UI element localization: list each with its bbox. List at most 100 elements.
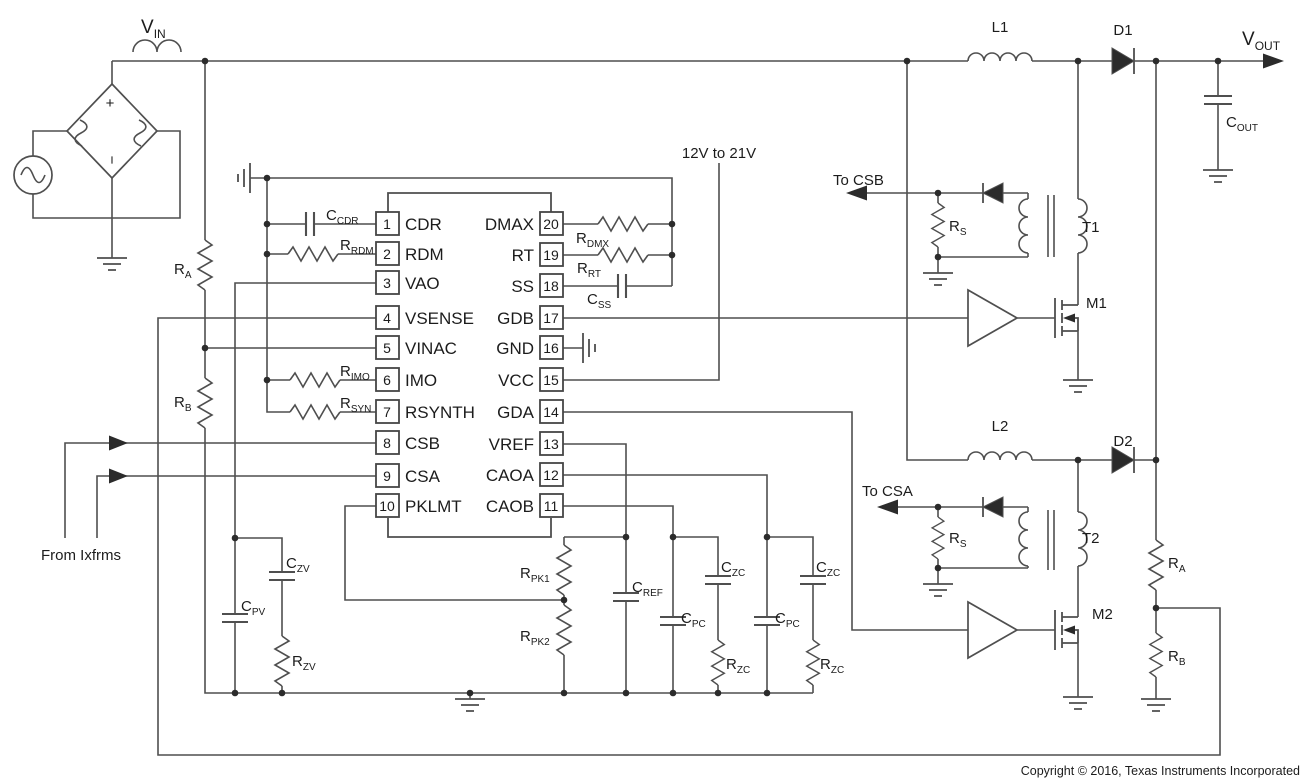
capacitor-cpv (222, 612, 248, 624)
to-csa-arrow-icon (877, 499, 898, 515)
pin-number: 11 (544, 498, 559, 514)
mosfet-arrow-icon (1063, 313, 1075, 323)
copyright-text: Copyright © 2016, Texas Instruments Inco… (1021, 764, 1300, 778)
to-csa-label: To CSA (862, 483, 913, 500)
label-r-dmx: RDMX (576, 230, 609, 250)
transformer-t2-secondary (1018, 511, 1029, 567)
transformer-t1-secondary (1018, 198, 1029, 254)
capacitor-czc-b (705, 574, 731, 586)
pin-name-rsynth: RSYNTH (405, 403, 475, 422)
mosfet-m1 (1054, 298, 1079, 338)
pin-number: 6 (383, 372, 391, 388)
vout-label: VOUT (1242, 29, 1281, 53)
resistor-rzv (274, 635, 290, 687)
mosfet-arrow-icon (1063, 625, 1075, 635)
label-c-zc-a: CZC (816, 559, 840, 579)
vout-arrow-icon (1263, 53, 1284, 69)
ground-icon (1140, 698, 1172, 712)
label-m1: M1 (1086, 295, 1107, 312)
bridge-ac-squiggle-icon (133, 119, 147, 147)
wire-net (32, 60, 1266, 756)
csb-in-arrow-icon (109, 435, 128, 451)
gate-driver-buffer-icon (967, 600, 1019, 660)
to-csb-label: To CSB (833, 172, 884, 189)
resistor-rb-output (1149, 632, 1163, 678)
resistor-rzc-a (805, 639, 821, 686)
pin-number: 12 (543, 467, 559, 483)
bridge-rectifier-icon (65, 82, 159, 180)
diode-sense-t2 (981, 496, 1004, 518)
ground-icon (1202, 169, 1234, 183)
ground-icon (1062, 379, 1094, 393)
arrowheads (109, 53, 1284, 515)
label-r-imo: RIMO (340, 363, 370, 383)
ic-pins: 1 2 3 4 5 6 7 8 9 10 20 19 18 17 16 15 1… (375, 211, 564, 518)
diode-sense-t1 (981, 182, 1004, 204)
from-ixfrms-label: From Ixfrms (41, 547, 121, 564)
vin-label: VIN (141, 17, 166, 41)
mosfets (1054, 298, 1079, 650)
supply-range-label: 12V to 21V (682, 145, 756, 162)
label-m2: M2 (1092, 606, 1113, 623)
label-c-cdr: CCDR (326, 207, 359, 227)
pin-number: 1 (383, 216, 391, 232)
ground-icon (922, 272, 954, 286)
resistor-rs-t2 (931, 516, 945, 560)
pin-number: 14 (543, 404, 559, 420)
label-r-a-input: RA (174, 261, 192, 281)
resistor-rpk2 (556, 604, 572, 656)
label-c-zc-b: CZC (721, 559, 745, 579)
pin-number: 9 (383, 468, 391, 484)
label-c-pv: CPV (241, 598, 266, 618)
pin-number: 16 (543, 340, 559, 356)
resistor-rpk1 (556, 544, 572, 596)
bridge-plus-label: + (106, 95, 115, 112)
pin-number: 5 (383, 340, 391, 356)
capacitor-czv (269, 570, 295, 582)
label-r-s-t2: RS (949, 530, 967, 550)
label-c-out: COUT (1226, 114, 1258, 134)
input-stage (13, 39, 182, 195)
pin-name-vref: VREF (489, 435, 534, 454)
pin-number: 3 (383, 275, 391, 291)
resistor-ra-input (197, 239, 213, 291)
label-c-ss: CSS (587, 291, 612, 311)
diode-d1 (1111, 47, 1135, 75)
capacitor-ccdr (304, 212, 316, 236)
pin-name-gnd: GND (496, 339, 534, 358)
pin-number: 15 (543, 372, 559, 388)
label-d2: D2 (1113, 433, 1132, 450)
pin-name-rt: RT (512, 246, 534, 265)
resistor-rrdm (287, 246, 339, 262)
pin-name-gda: GDA (497, 403, 535, 422)
label-r-s-t1: RS (949, 218, 967, 238)
pin-name-vinac: VINAC (405, 339, 457, 358)
pin-number: 4 (383, 310, 391, 326)
capacitor-cpc-b (660, 615, 686, 627)
net-labels: VIN VOUT 12V to 21V From Ixfrms To CSB T… (41, 17, 1300, 778)
label-r-pk2: RPK2 (520, 628, 550, 648)
capacitor-cref (613, 591, 639, 603)
gate-driver-buffer-icon (967, 288, 1019, 348)
pin-number: 2 (383, 246, 391, 262)
pin-number: 20 (543, 216, 559, 232)
junction-dots (201, 57, 1222, 697)
pin-name-cdr: CDR (405, 215, 442, 234)
capacitor-cpc-a (754, 615, 780, 627)
ground-icon (454, 698, 486, 712)
pin-number: 7 (383, 404, 391, 420)
label-c-ref: CREF (632, 579, 663, 599)
pin-number: 8 (383, 435, 391, 451)
resistor-rdmx (597, 216, 649, 232)
label-r-zv: RZV (292, 653, 316, 673)
pin-name-rdm: RDM (405, 245, 444, 264)
pin-name-csb: CSB (405, 434, 440, 453)
ic-body-outline (387, 192, 552, 538)
pin-number: 19 (543, 247, 559, 263)
diodes (981, 47, 1135, 518)
label-t1: T1 (1082, 219, 1100, 236)
capacitor-czc-a (800, 574, 826, 586)
capacitor-css (616, 274, 628, 298)
label-c-pc-a: CPC (775, 610, 800, 630)
